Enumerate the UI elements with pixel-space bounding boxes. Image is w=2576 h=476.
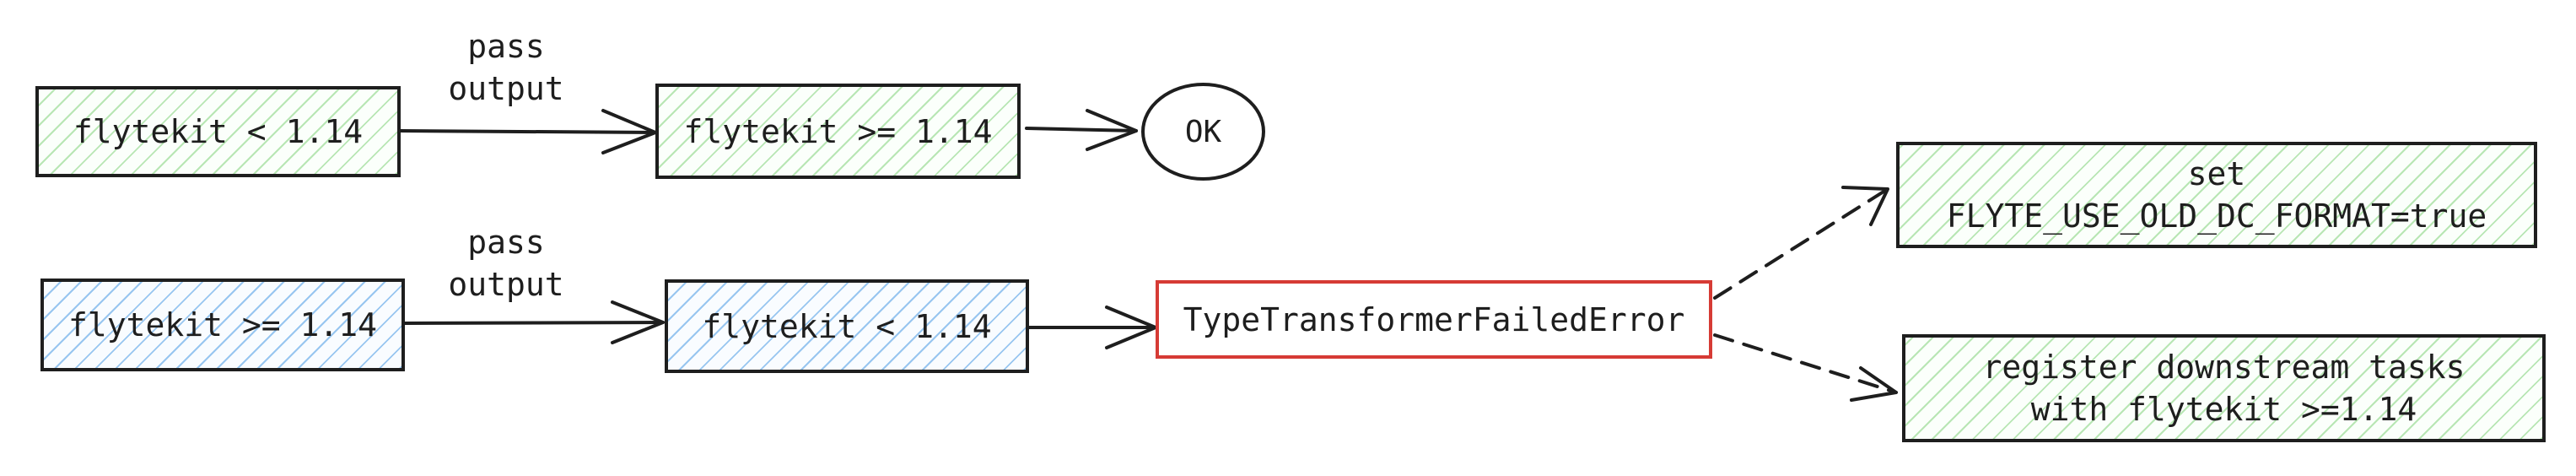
node-fix-register-line2: with flytekit >=1.14 [2030, 391, 2417, 428]
arrow-error-to-fix-env-var [1713, 186, 1889, 300]
node-row1-target-label: flytekit >= 1.14 [683, 112, 993, 150]
node-row2-source: flytekit >= 1.14 [40, 279, 405, 371]
edge-label-row1: pass output [447, 25, 565, 110]
edge-label-row1-line1: pass [467, 28, 545, 65]
node-row2-target-label: flytekit < 1.14 [702, 307, 992, 345]
node-row1-target: flytekit >= 1.14 [655, 84, 1021, 179]
node-error: TypeTransformerFailedError [1156, 280, 1712, 359]
node-row2-target: flytekit < 1.14 [665, 279, 1029, 373]
node-row2-source-label: flytekit >= 1.14 [67, 306, 378, 343]
arrow-row2-to-error [1027, 306, 1157, 349]
node-error-label: TypeTransformerFailedError [1183, 300, 1685, 338]
arrow-row2-pass-output [403, 300, 665, 344]
node-row1-source-label: flytekit < 1.14 [73, 113, 364, 150]
arrow-row1-pass-output [399, 109, 657, 154]
node-fix-env-var: set FLYTE_USE_OLD_DC_FORMAT=true [1896, 142, 2537, 248]
arrow-row1-to-ok [1025, 109, 1138, 151]
node-row1-source: flytekit < 1.14 [35, 86, 401, 177]
arrow-error-to-fix-register [1713, 333, 1898, 402]
edge-label-row2-line1: pass [467, 224, 545, 261]
node-ok-label: OK [1184, 114, 1222, 149]
node-ok: OK [1141, 83, 1265, 181]
edge-label-row2-line2: output [448, 266, 564, 303]
edge-label-row2: pass output [447, 221, 565, 306]
node-fix-register: register downstream tasks with flytekit … [1902, 334, 2546, 442]
node-fix-env-var-line1: set [2187, 155, 2246, 192]
node-fix-register-line1: register downstream tasks [1982, 349, 2466, 386]
edge-label-row1-line2: output [448, 70, 564, 107]
node-fix-env-var-line2: FLYTE_USE_OLD_DC_FORMAT=true [1946, 197, 2487, 235]
